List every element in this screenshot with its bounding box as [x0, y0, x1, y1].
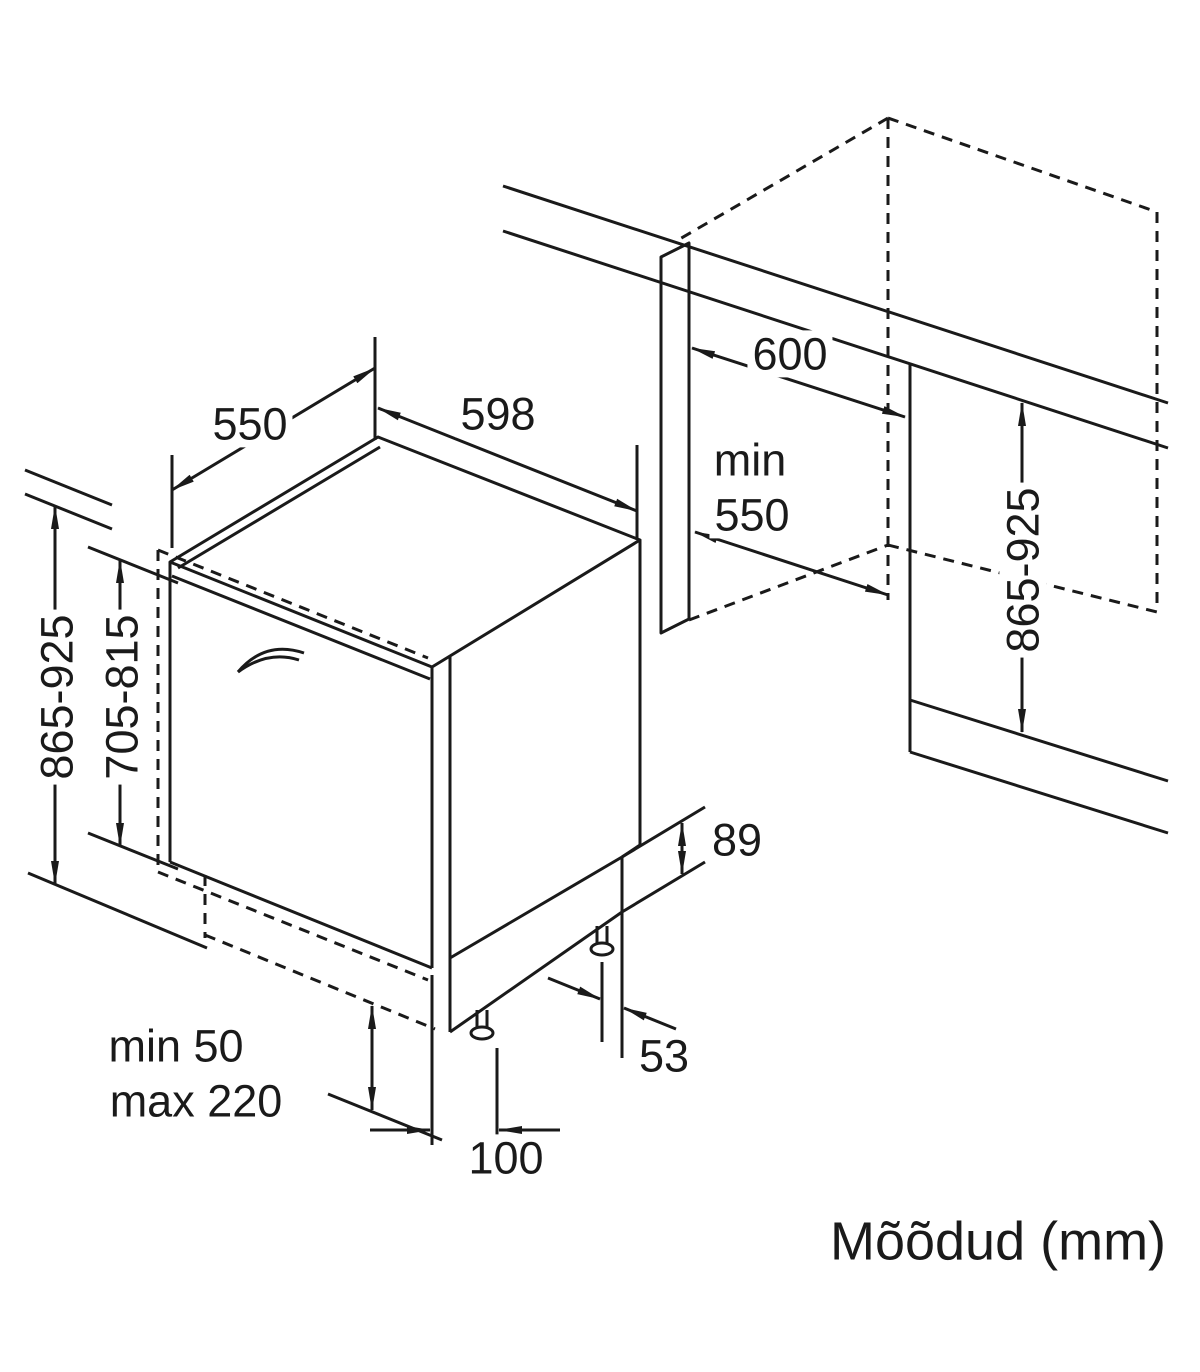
- dim-label-niche-min-depth-word: min: [708, 436, 792, 484]
- dim-label-plinth-min: min 50: [103, 1022, 249, 1070]
- dim-label-appliance-width: 598: [455, 390, 541, 438]
- dim-label-top-depth: 550: [207, 400, 293, 448]
- dim-label-rear-foot-offset: 53: [633, 1032, 695, 1080]
- units-caption: Mõõdud (mm): [827, 1211, 1169, 1272]
- dim-label-niche-height-right: 865-925: [997, 482, 1048, 658]
- furniture-door-dashed-outline: [156, 548, 436, 1031]
- dim-label-niche-min-depth-value: 550: [709, 491, 795, 539]
- dim-label-plinth-max: max 220: [104, 1077, 288, 1125]
- cabinet-side-panel: [659, 241, 691, 635]
- dim-label-base-recess-height: 89: [706, 816, 768, 864]
- dim-label-cabinet-depth: 600: [747, 330, 833, 378]
- dimension-arrows: [51, 346, 1026, 1134]
- counter-and-floor-lines: [502, 184, 1169, 835]
- dim-label-front-foot-offset: 100: [463, 1134, 549, 1182]
- door-handle: [236, 647, 305, 674]
- dim-label-door-panel-height: 705-815: [96, 609, 147, 785]
- dim-label-appliance-height-left: 865-925: [31, 609, 82, 785]
- dishwasher-outline: [168, 435, 642, 1058]
- adjustable-feet: [469, 926, 615, 1041]
